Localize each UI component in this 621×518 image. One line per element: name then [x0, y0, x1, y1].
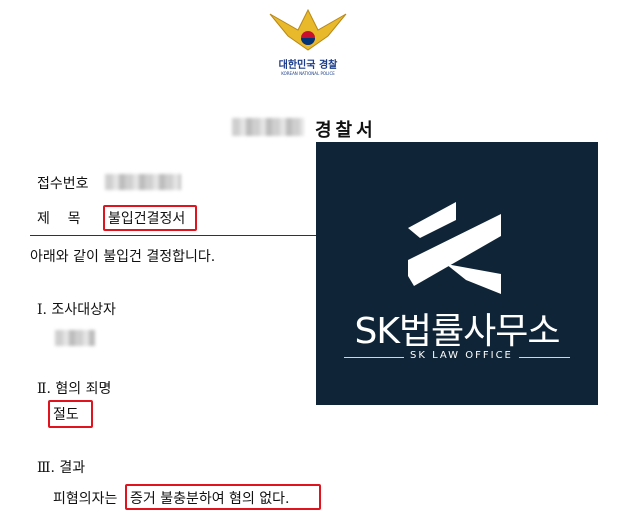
station-title: 경찰서 [315, 120, 377, 141]
receipt-label: 접수번호 [37, 176, 89, 192]
intro-text: 아래와 같이 불입건 결정합니다. [30, 249, 216, 265]
overlay-name: SK법률사무소 [354, 311, 560, 352]
police-logo: 대한민국 경찰 KOREAN NATIONAL POLICE [268, 6, 348, 76]
section-1-heading: Ⅰ. 조사대상자 [37, 302, 116, 318]
sk-law-office-overlay: SK법률사무소 SK LAW OFFICE [316, 142, 598, 405]
highlight-box [48, 400, 93, 428]
redacted-station [232, 118, 304, 136]
highlight-box [125, 484, 321, 510]
redacted-receipt [105, 174, 181, 190]
subject-value: 불입건결정서 [108, 211, 186, 227]
result-prefix: 피혐의자는 [53, 491, 118, 507]
redacted-subject [55, 330, 95, 346]
overlay-english: SK LAW OFFICE [404, 350, 519, 361]
section-3-heading: Ⅲ. 결과 [37, 460, 86, 476]
subject-label: 제 목 [37, 211, 81, 227]
charge-value: 절도 [53, 407, 79, 423]
sk-logo-icon [408, 202, 501, 294]
divider [30, 235, 320, 236]
police-emblem-icon [269, 8, 347, 51]
result-value: 증거 불충분하여 혐의 없다. [130, 491, 290, 507]
section-2-heading: Ⅱ. 혐의 죄명 [37, 381, 112, 397]
logo-english: KOREAN NATIONAL POLICE [281, 71, 335, 76]
logo-name: 대한민국 경찰 [278, 60, 338, 71]
highlight-box [103, 205, 197, 231]
